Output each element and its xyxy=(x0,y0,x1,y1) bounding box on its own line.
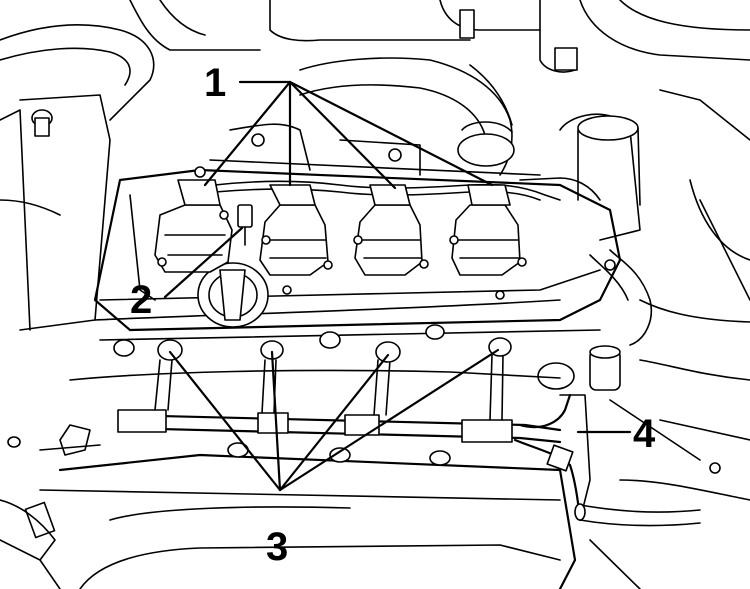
lower-engine xyxy=(0,369,721,589)
fuel-hose xyxy=(513,393,591,522)
harness-connector xyxy=(237,204,253,246)
callout-4: 4 xyxy=(633,412,656,456)
engine-bay-background xyxy=(0,0,750,501)
ignition-coil-2 xyxy=(259,184,333,276)
ignition-coil-1 xyxy=(154,179,233,273)
fuel-rail xyxy=(117,409,562,444)
leader-lines xyxy=(163,80,632,492)
callout-labels: 1 2 3 4 xyxy=(130,61,656,569)
callout-3: 3 xyxy=(266,525,288,569)
fuel-injectors xyxy=(154,337,512,421)
ignition-coil-3 xyxy=(353,184,429,276)
ignition-coil-4 xyxy=(449,184,527,276)
callout-2: 2 xyxy=(130,278,152,322)
callout-1: 1 xyxy=(204,61,226,105)
valve-cover xyxy=(93,123,622,390)
